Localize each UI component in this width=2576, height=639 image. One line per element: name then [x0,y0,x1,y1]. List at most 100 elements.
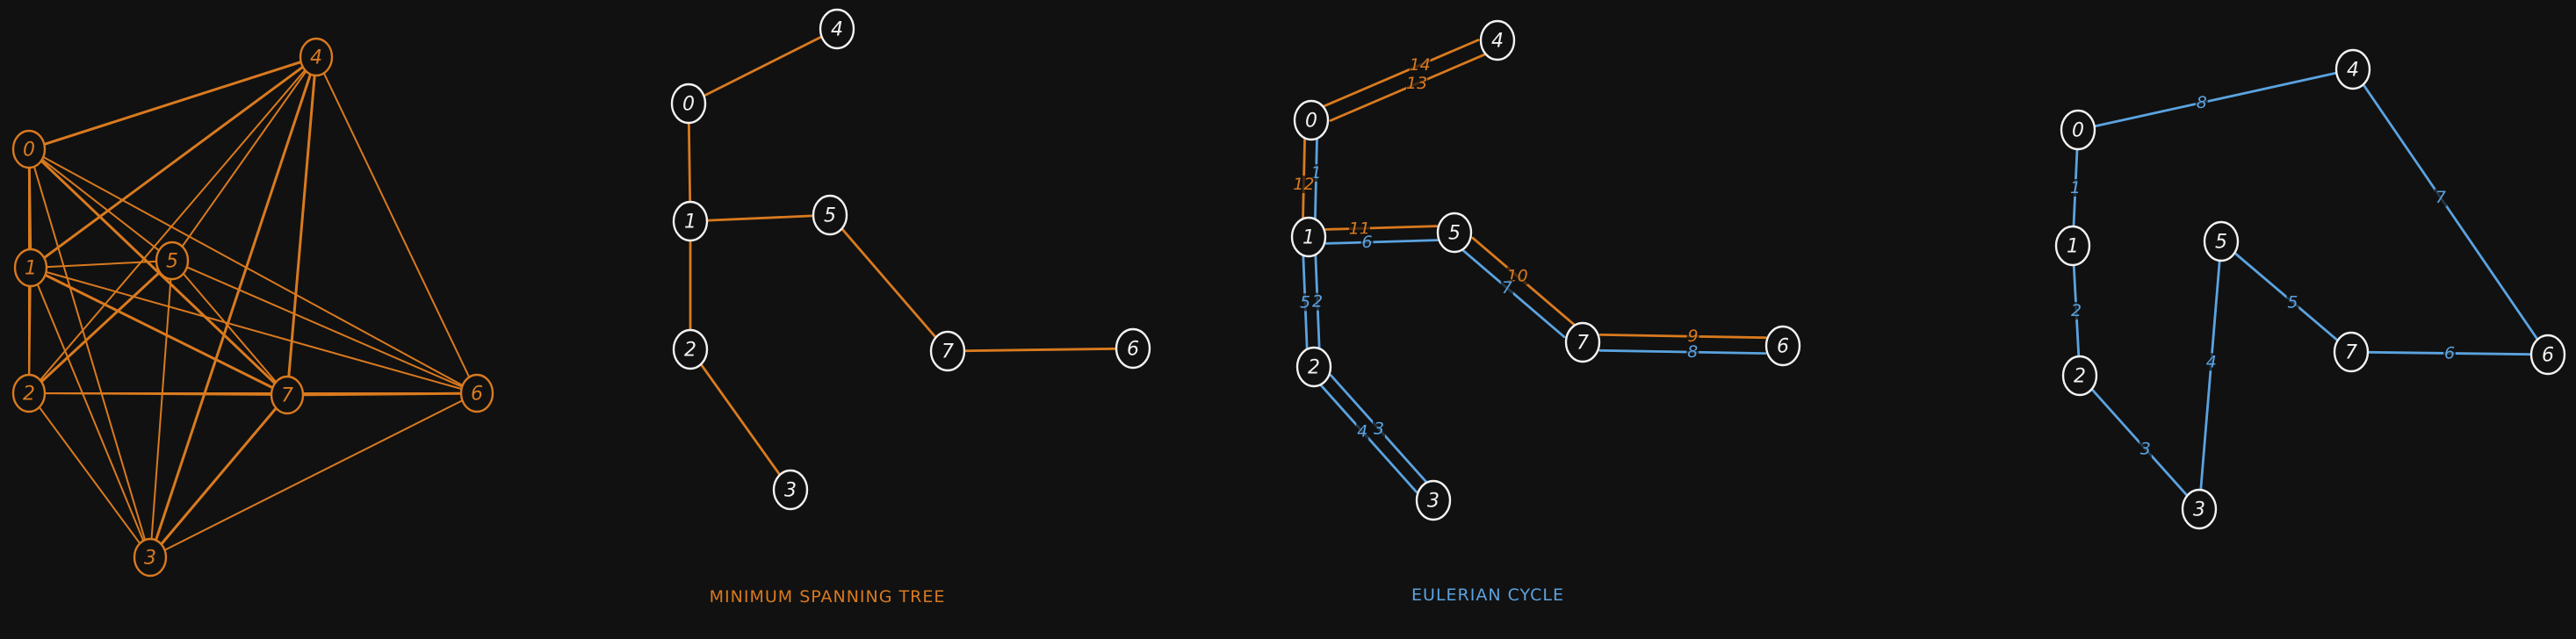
euler-edge-7-6 [1598,348,1767,355]
hamiltonian-node-label-2: 2 [2074,366,2086,388]
euler-edge-0-4 [1323,39,1480,108]
complete-graph-node-label-1: 1 [25,258,37,280]
euler-edge-label-1-2: 2 [1312,292,1323,312]
mst-node-7 [929,330,966,372]
complete-graph-node-label-6: 6 [471,384,483,406]
hamiltonian-edge-label-3-5: 4 [2206,352,2217,371]
complete-graph-edge-1-3 [36,282,145,543]
hamiltonian-edge-label-7-6: 6 [2444,344,2455,363]
euler-edge-label-bg-1-5 [1360,233,1374,251]
complete-graph-edge-3-5 [150,276,172,542]
hamiltonian-node-7 [2333,331,2370,373]
hamiltonian-node-label-3: 3 [2193,499,2205,521]
euler-edge-label-0-4: 13 [1406,74,1427,93]
euler-edge-label-bg-0-4 [1406,75,1428,93]
hamiltonian-edge-label-bg-5-7 [2286,293,2299,312]
complete-graph-node-0 [11,129,47,169]
euler-node-7 [1564,321,1601,363]
complete-graph-edge-2-3 [38,406,141,545]
euler-edge-label-bg-7-6 [1686,343,1699,362]
euler-edge-label-7-6: 9 [1688,327,1699,346]
mst-node-label-5: 5 [824,205,836,227]
caption-eulerian-cycle: EULERIAN CYCLE [1411,585,1564,605]
complete-graph-edge-2-5 [40,270,162,384]
mst-node-1 [672,200,709,242]
hamiltonian-node-0 [2060,109,2096,151]
hamiltonian-edge-label-bg-0-1 [2069,179,2082,197]
complete-graph-edge-3-6 [164,399,463,551]
euler-edge-label-2-3: 3 [1374,420,1384,439]
euler-node-3 [1415,479,1452,521]
hamiltonian-edge-3-5 [2199,257,2221,493]
mst-node-label-0: 0 [682,94,695,116]
mst-edge-1-5 [706,214,814,222]
hamiltonian-edge-label-1-2: 2 [2071,301,2082,320]
euler-node-label-3: 3 [1427,491,1440,513]
hamiltonian-node-label-0: 0 [2072,120,2084,142]
euler-edge-label-0-1: 12 [1293,175,1314,194]
complete-graph-edge-1-2 [28,284,32,377]
complete-graph-edge-6-7 [302,391,462,397]
hamiltonian-node-4 [2334,48,2371,90]
hamiltonian-node-label-1: 1 [2067,236,2079,258]
hamiltonian-edge-label-bg-3-5 [2204,353,2218,371]
complete-graph-node-label-7: 7 [281,385,293,407]
complete-graph-edge-4-5 [181,69,307,248]
euler-edge-label-0-4: 14 [1410,55,1431,75]
edges-layer [27,35,2540,551]
hamiltonian-edge-0-4 [2094,71,2337,128]
complete-graph-node-label-4: 4 [310,47,322,69]
complete-graph-edge-4-6 [322,71,471,379]
complete-graph-node-label-5: 5 [166,251,178,273]
mst-node-label-7: 7 [942,341,954,363]
hamiltonian-edge-label-bg-7-6 [2443,344,2456,363]
euler-edge-label-bg-0-4 [1409,56,1431,75]
mst-node-0 [670,83,707,125]
complete-graph-node-label-0: 0 [23,140,35,162]
complete-graph-node-2 [11,373,47,413]
hamiltonian-edge-6-4 [2361,83,2540,341]
complete-graph-edge-4-7 [287,72,316,380]
mst-node-2 [672,328,709,370]
mst-node-label-1: 1 [684,212,696,233]
complete-graph-node-1 [13,248,48,288]
hamiltonian-node-6 [2529,334,2566,376]
hamiltonian-node-label-7: 7 [2345,342,2357,364]
euler-node-5 [1436,212,1473,254]
complete-graph-node-7 [270,375,305,415]
hamiltonian-edge-label-2-3: 3 [2140,440,2151,459]
complete-graph-edge-5-6 [186,266,463,388]
euler-node-label-2: 2 [1308,357,1320,379]
complete-graph-edge-2-4 [39,68,307,382]
euler-edge-7-6 [1598,333,1767,340]
complete-graph-edge-3-4 [154,71,313,543]
complete-graph-edge-1-7 [44,274,274,389]
hamiltonian-node-2 [2061,355,2098,397]
mst-node-5 [812,194,848,236]
complete-graph-node-4 [299,37,334,77]
euler-node-4 [1479,19,1516,61]
complete-graph-edge-1-5 [47,260,156,269]
complete-graph-edge-1-6 [46,271,462,390]
euler-node-label-0: 0 [1305,111,1317,133]
mst-node-4 [819,8,855,50]
complete-graph-edge-1-4 [42,65,305,260]
hamiltonian-node-1 [2054,225,2091,267]
euler-edge-label-bg-1-5 [1348,219,1370,238]
euler-edge-label-bg-7-6 [1686,327,1699,346]
caption-minimum-spanning-tree: MINIMUM SPANNING TREE [710,587,946,607]
hamiltonian-edge-label-6-4: 7 [2435,188,2446,207]
hamiltonian-node-label-4: 4 [2347,60,2359,82]
hamiltonian-node-label-6: 6 [2542,345,2554,367]
hamiltonian-edge-label-5-7: 5 [2287,292,2298,312]
euler-node-6 [1764,325,1801,367]
euler-node-1 [1290,216,1327,258]
euler-edge-label-7-6: 8 [1687,342,1698,362]
hamiltonian-node-5 [2203,220,2240,262]
euler-edge-label-bg-5-7 [1500,279,1513,298]
hamiltonian-node-3 [2181,488,2218,530]
hamiltonian-node-label-5: 5 [2215,232,2227,254]
euler-edge-5-7 [1461,248,1566,339]
